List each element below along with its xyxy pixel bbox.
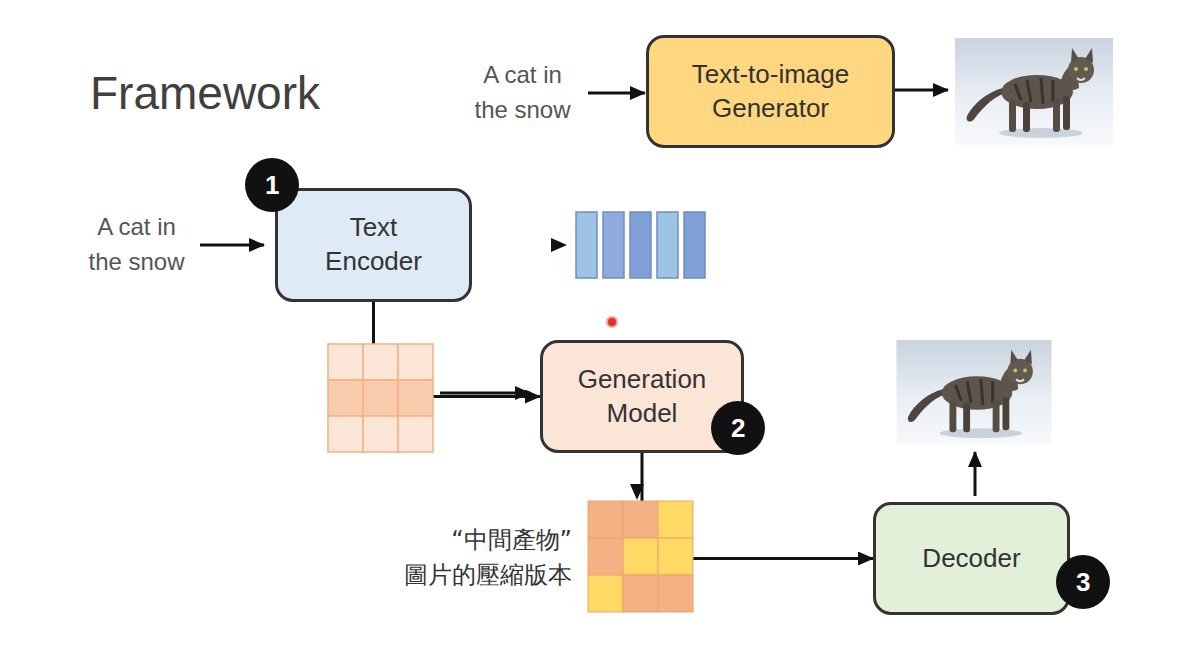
cat-image bbox=[896, 340, 1051, 445]
input-arrow bbox=[440, 392, 530, 395]
decoder-box: Decoder bbox=[873, 502, 1070, 615]
pointer-dot bbox=[607, 317, 617, 327]
box-label: Text Encoder bbox=[314, 211, 434, 279]
box-label: Text-to-image Generator bbox=[663, 58, 878, 126]
noise-grid bbox=[328, 344, 433, 452]
text-embedding-vectors bbox=[576, 212, 705, 278]
box-label: Generation Model bbox=[557, 363, 727, 431]
arrow-head bbox=[551, 238, 567, 252]
encoder-box: Text Encoder bbox=[275, 188, 472, 302]
callout-circle bbox=[711, 401, 765, 455]
callout-number: 3 bbox=[1076, 567, 1090, 598]
arrow-head bbox=[630, 484, 644, 500]
callout-circle bbox=[1056, 555, 1110, 609]
callout-number: 1 bbox=[265, 170, 279, 201]
generator-box: Text-to-image Generator bbox=[646, 35, 895, 148]
slide-title: Framework bbox=[90, 66, 320, 120]
latent-note: “中間產物” 圖片的壓縮版本 bbox=[382, 523, 572, 593]
output-arrow bbox=[974, 452, 977, 496]
latent-grid bbox=[588, 501, 693, 612]
prompt-text: A cat in the snow bbox=[465, 58, 580, 128]
callout-number: 2 bbox=[731, 413, 745, 444]
box-label: Decoder bbox=[922, 542, 1020, 576]
cat-image bbox=[955, 38, 1113, 145]
prompt-text: A cat in the snow bbox=[79, 210, 194, 280]
input-arrow bbox=[200, 244, 264, 247]
output-arrow bbox=[892, 89, 948, 92]
input-arrow bbox=[588, 92, 645, 95]
callout-circle bbox=[245, 158, 299, 212]
